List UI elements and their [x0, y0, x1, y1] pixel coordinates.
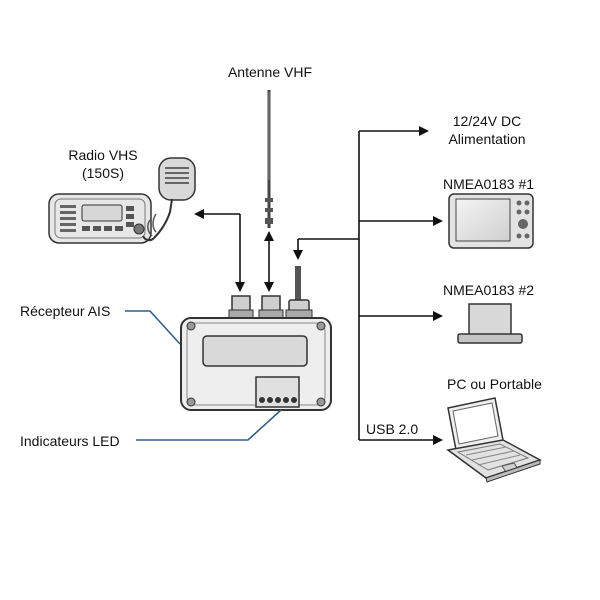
display-device-icon [457, 303, 523, 344]
chartplotter-icon [448, 193, 534, 249]
radio-label: Radio VHS (150S) [58, 146, 148, 182]
vhf-antenna-icon [265, 90, 273, 228]
power-label-line2: Alimentation [448, 131, 526, 147]
nmea2-label: NMEA0183 #2 [443, 282, 535, 298]
nmea1-label: NMEA0183 #1 [443, 176, 535, 192]
receiver-label: Récepteur AIS [20, 303, 111, 319]
connection-lines [194, 126, 443, 445]
pc-label: PC ou Portable [447, 376, 542, 392]
vhf-radio-icon [48, 157, 196, 244]
power-label: 12/24V DC Alimentation [437, 112, 537, 148]
leds-label: Indicateurs LED [20, 433, 120, 449]
callout-lines [125, 310, 282, 441]
antenna-label: Antenne VHF [227, 64, 313, 80]
usb-label: USB 2.0 [366, 421, 419, 437]
radio-label-line1: Radio VHS [68, 147, 138, 163]
power-label-line1: 12/24V DC [452, 113, 522, 129]
laptop-icon [446, 397, 542, 483]
radio-label-line2: (150S) [81, 165, 125, 181]
ais-receiver-icon [180, 266, 332, 411]
